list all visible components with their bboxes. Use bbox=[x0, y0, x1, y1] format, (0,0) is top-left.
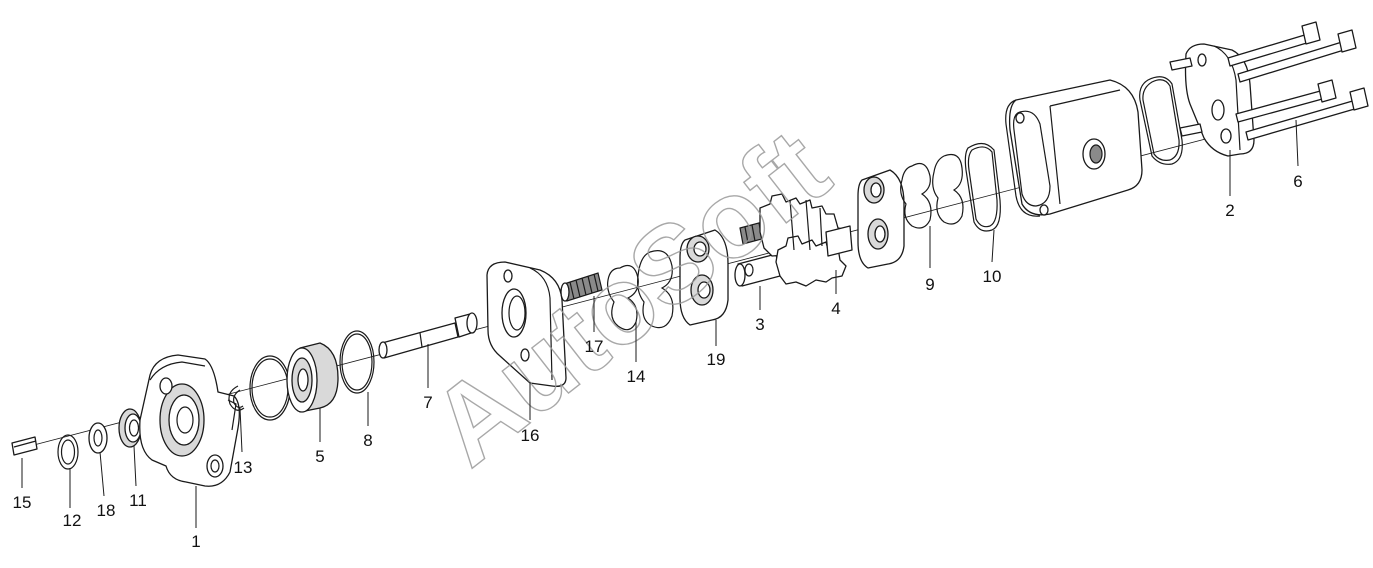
callout-9: 9 bbox=[925, 275, 934, 294]
part-12-circlip bbox=[57, 434, 79, 470]
part-14-seal-pair bbox=[607, 250, 674, 331]
callout-1: 1 bbox=[191, 532, 200, 551]
part-11-oil-seal bbox=[118, 408, 142, 448]
rear-bearing-block bbox=[857, 169, 905, 269]
part-17-needle-bearing bbox=[560, 272, 603, 302]
part-13-retaining-ring bbox=[228, 385, 245, 411]
callout-2: 2 bbox=[1225, 201, 1234, 220]
callout-labels: 15 12 18 11 1 13 5 8 7 16 17 14 19 3 4 9… bbox=[13, 172, 1303, 551]
callout-15: 15 bbox=[13, 493, 32, 512]
part-19-bearing-block bbox=[679, 229, 729, 326]
leader-lines bbox=[21, 119, 1299, 528]
callout-6: 6 bbox=[1293, 172, 1302, 191]
part-10-gasket bbox=[964, 142, 1001, 232]
callout-17: 17 bbox=[585, 337, 604, 356]
part-9-seal-pair bbox=[900, 153, 964, 229]
part-8-o-ring bbox=[339, 330, 375, 394]
part-1-front-cover bbox=[139, 354, 240, 487]
watermark: AutoSoft bbox=[409, 106, 851, 489]
callout-10: 10 bbox=[983, 267, 1002, 286]
part-15-key bbox=[11, 436, 38, 456]
rear-gasket bbox=[1139, 76, 1183, 165]
callout-8: 8 bbox=[363, 431, 372, 450]
part-7-drive-shaft bbox=[378, 312, 478, 359]
callout-18: 18 bbox=[97, 501, 116, 520]
callout-14: 14 bbox=[627, 367, 646, 386]
part-2-rear-cover bbox=[1169, 43, 1255, 157]
part-16-housing-plate bbox=[486, 261, 567, 387]
part-5-bearing bbox=[286, 342, 339, 413]
callout-16: 16 bbox=[521, 426, 540, 445]
callout-13: 13 bbox=[234, 458, 253, 477]
callout-11: 11 bbox=[129, 491, 147, 510]
callout-19: 19 bbox=[707, 350, 726, 369]
callout-3: 3 bbox=[755, 315, 764, 334]
part-6-bolts bbox=[1227, 21, 1369, 141]
callout-4: 4 bbox=[831, 299, 840, 318]
callout-5: 5 bbox=[315, 447, 324, 466]
o-ring-front bbox=[249, 355, 291, 421]
part-4-gear-pair bbox=[759, 193, 853, 287]
part-18-washer bbox=[88, 422, 108, 454]
callout-7: 7 bbox=[423, 393, 432, 412]
callout-12: 12 bbox=[63, 511, 82, 530]
pump-body bbox=[1005, 79, 1143, 217]
